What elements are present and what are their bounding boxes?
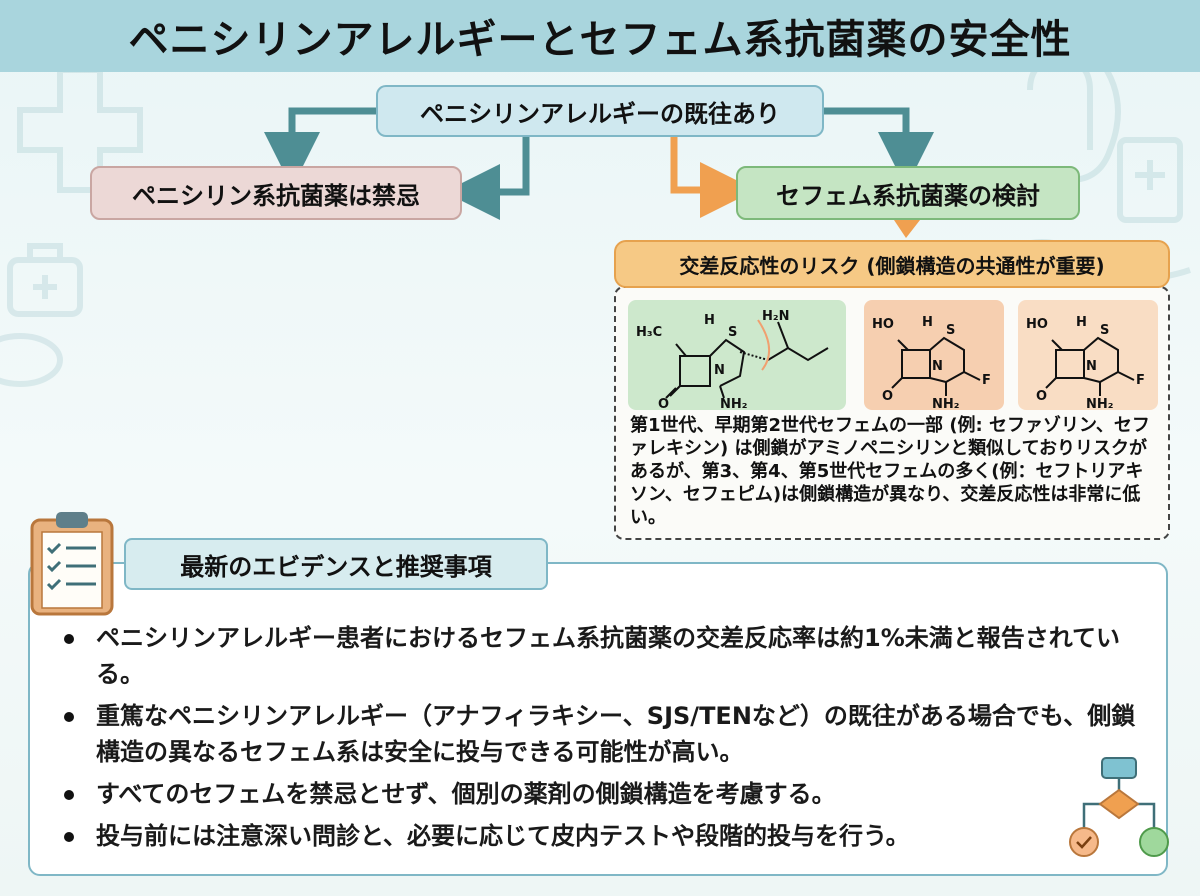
- structure-cephem-1: HO H S N O F NH₂: [864, 300, 1004, 410]
- arrow-history-to-contra: [444, 137, 530, 220]
- evidence-header: 最新のエビデンスと推奨事項: [124, 538, 548, 590]
- label-o: O: [658, 397, 669, 410]
- label-h3c: H₃C: [636, 325, 662, 340]
- risk-description: 第1世代、早期第2世代セフェムの一部 (例: セファゾリン、セファレキシン) は…: [630, 415, 1150, 528]
- header-banner: [0, 0, 1200, 72]
- label-ho: HO: [1026, 317, 1048, 332]
- label-nh2: NH₂: [1086, 397, 1113, 410]
- label-h2n: H₂N: [762, 309, 789, 324]
- evidence-item-1: ペニシリンアレルギー患者におけるセフェム系抗菌薬の交差反応率は約1%未満と報告さ…: [60, 620, 1150, 692]
- arrow-history-to-left: [264, 107, 376, 188]
- label-ho: HO: [872, 317, 894, 332]
- box-cephem-consideration: セフェム系抗菌薬の検討: [736, 166, 1080, 220]
- label-nh2: NH₂: [932, 397, 959, 410]
- evidence-list: ペニシリンアレルギー患者におけるセフェム系抗菌薬の交差反応率は約1%未満と報告さ…: [60, 620, 1150, 860]
- label-s: S: [728, 325, 737, 340]
- evidence-item-4: 投与前には注意深い問診と、必要に応じて皮内テストや段階的投与を行う。: [60, 818, 1150, 854]
- stethoscope-icon: [1069, 58, 1121, 183]
- risk-header: 交差反応性のリスク (側鎖構造の共通性が重要): [614, 240, 1170, 288]
- label-h: H: [1076, 315, 1087, 330]
- label-n: N: [1086, 359, 1097, 374]
- label-n: N: [932, 359, 943, 374]
- label-o: O: [1036, 389, 1047, 404]
- structure-aminopenicillin: H₃C H S N O NH₂ H₂N: [628, 300, 846, 410]
- label-o: O: [882, 389, 893, 404]
- evidence-item-2: 重篤なペニシリンアレルギー（アナフィラキシー、SJS/TENなど）の既往がある場…: [60, 698, 1150, 770]
- evidence-item-3: すべてのセフェムを禁忌とせず、個別の薬剤の側鎖構造を考慮する。: [60, 776, 1150, 812]
- label-h: H: [704, 313, 715, 328]
- label-nh2: NH₂: [720, 397, 747, 410]
- medical-bag-icon: [7, 257, 83, 317]
- label-f: F: [1136, 373, 1145, 388]
- box-penicillin-allergy-history: ペニシリンアレルギーの既往あり: [376, 85, 824, 137]
- label-h: H: [922, 315, 933, 330]
- clipboard-cross-icon: [1117, 137, 1183, 223]
- structure-cephem-2: HO H S N O F NH₂: [1018, 300, 1158, 410]
- page-title: ペニシリンアレルギーとセフェム系抗菌薬の安全性: [128, 17, 1072, 63]
- label-s: S: [946, 323, 955, 338]
- clipboard-checklist-icon: [30, 512, 114, 616]
- box-penicillin-contraindicated: ペニシリン系抗菌薬は禁忌: [90, 166, 462, 220]
- arrow-cephem-to-risk: [894, 220, 920, 238]
- label-s: S: [1100, 323, 1109, 338]
- label-f: F: [982, 373, 991, 388]
- arrow-orange-to-cephem: [670, 137, 756, 218]
- label-n: N: [714, 363, 725, 378]
- flowchart-icon: [1069, 757, 1169, 857]
- evidence-box: [28, 562, 1168, 876]
- arrow-history-to-cephem: [824, 107, 934, 188]
